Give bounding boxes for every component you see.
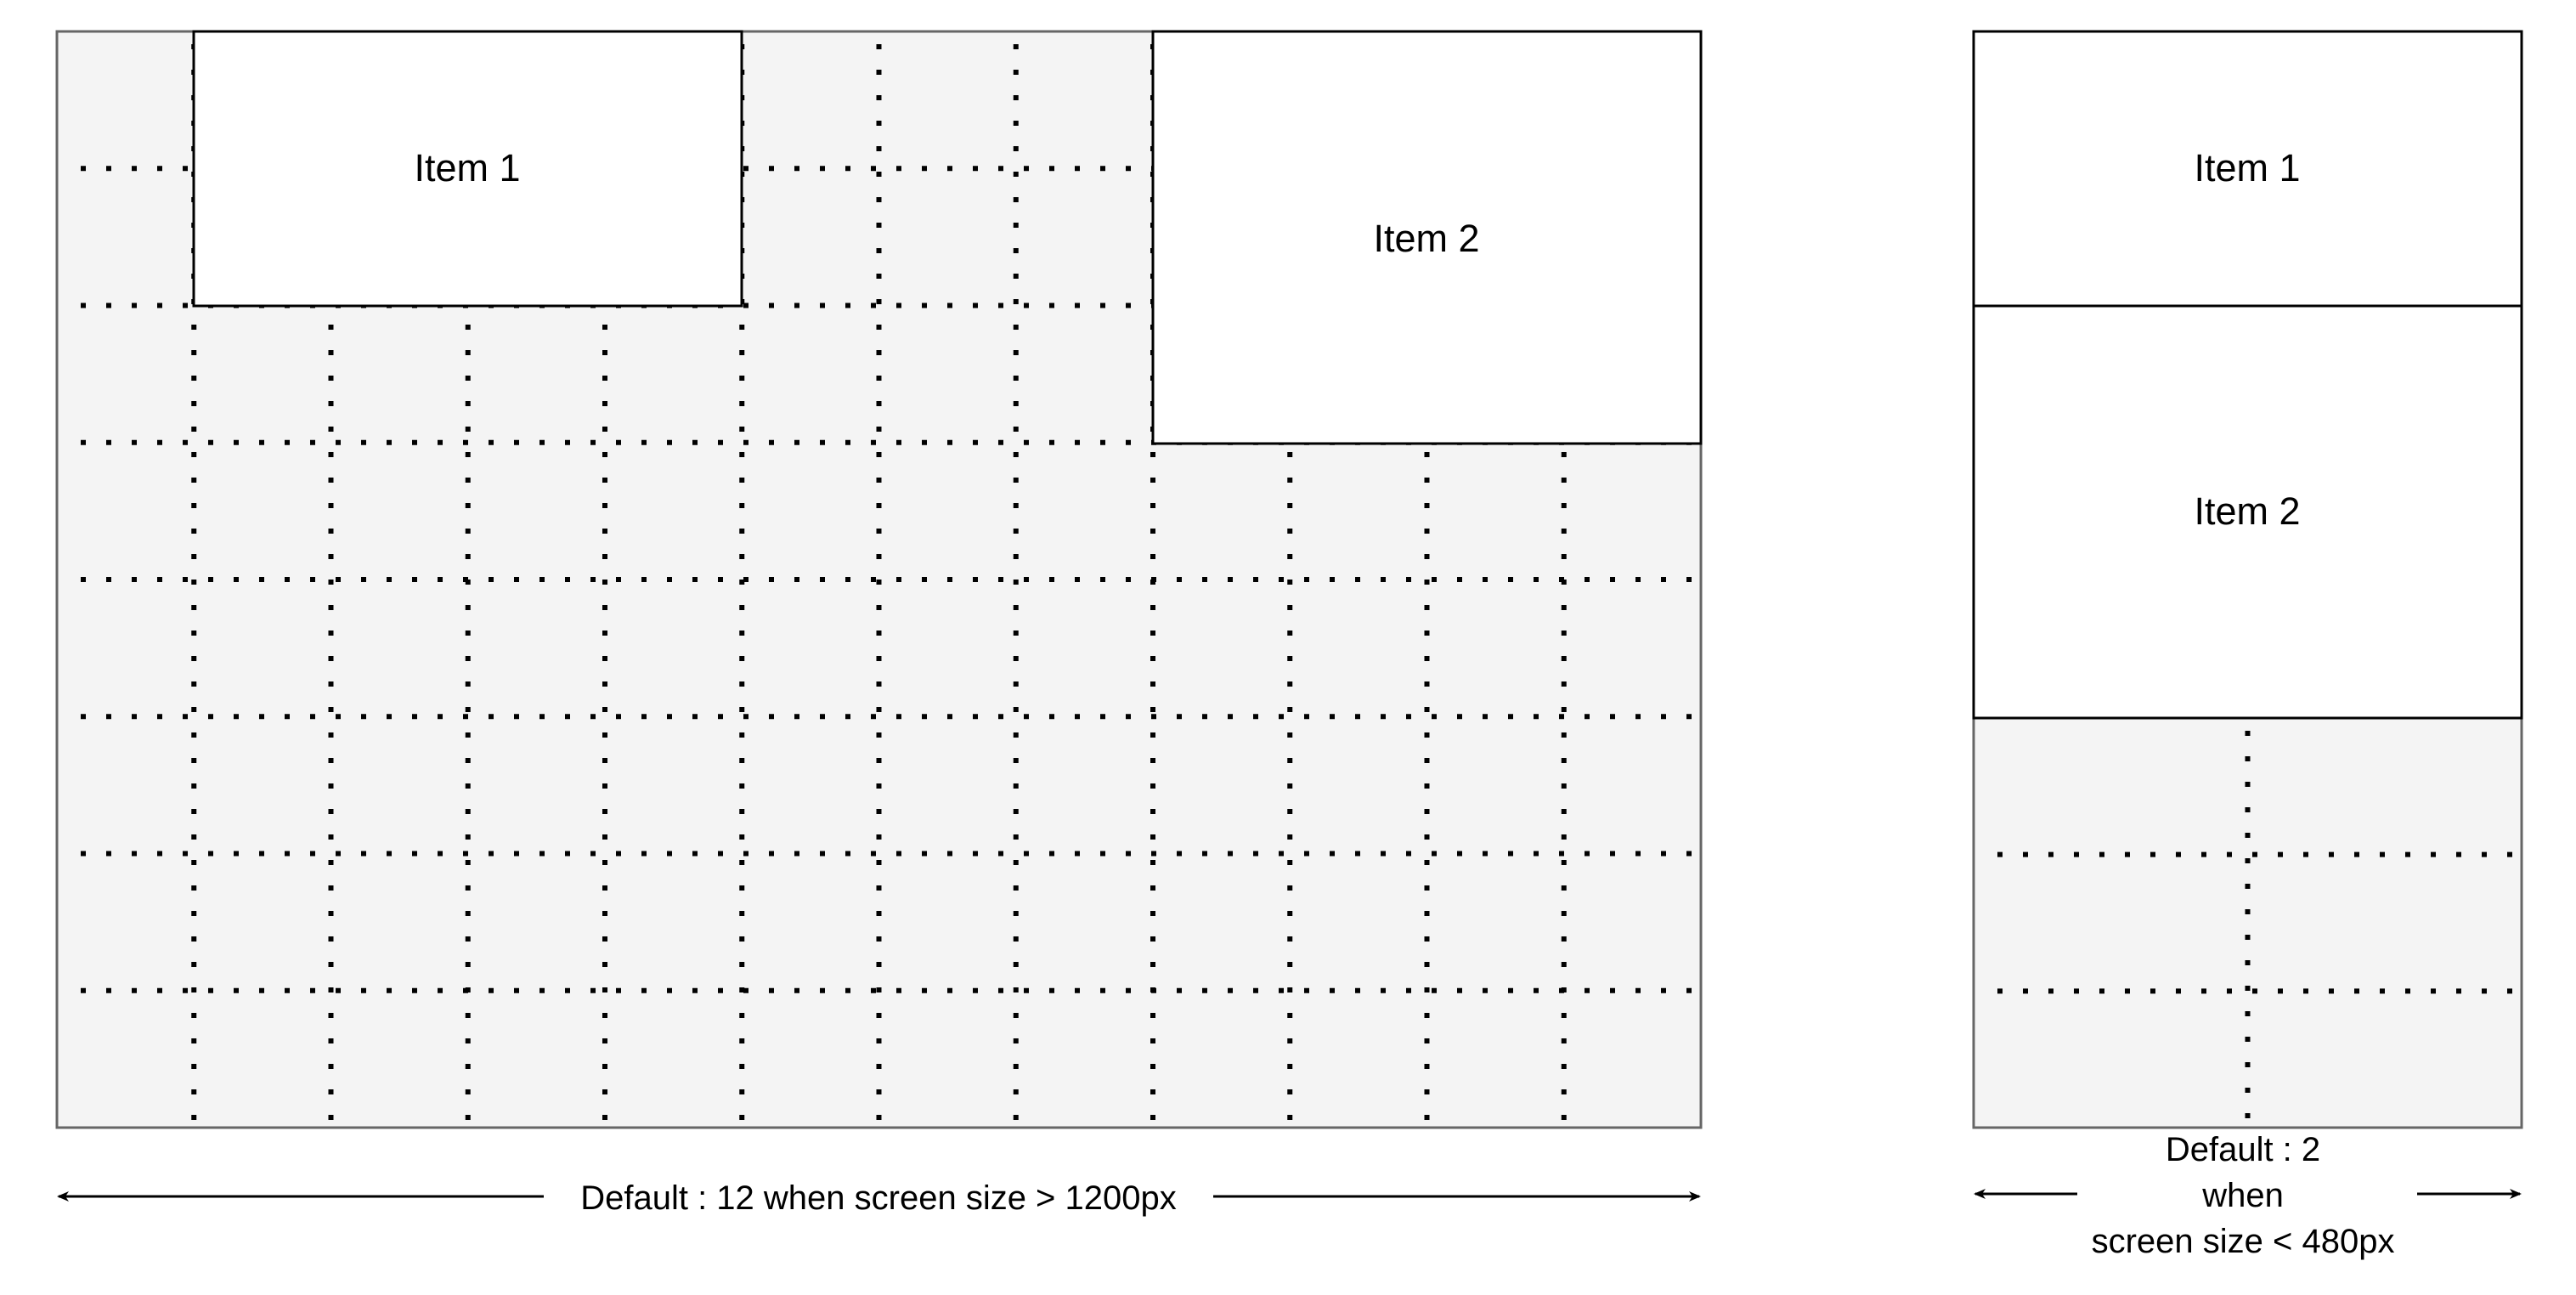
wide-layout: Item 1 Item 2 Default : 12 when screen s… <box>55 30 1703 1217</box>
wide-caption: Default : 12 when screen size > 1200px <box>580 1179 1177 1217</box>
wide-item-1: Item 1 <box>192 30 743 308</box>
wide-item-2-label: Item 2 <box>1373 217 1479 260</box>
narrow-width-arrow: Default : 2 when screen size < 480px <box>1974 1131 2522 1260</box>
narrow-item-1: Item 1 <box>1972 30 2523 308</box>
narrow-item-2: Item 2 <box>1972 304 2523 720</box>
wide-item-1-label: Item 1 <box>414 146 520 189</box>
narrow-caption-line-1: Default : 2 <box>2166 1131 2320 1168</box>
narrow-item-2-label: Item 2 <box>2194 489 2300 533</box>
narrow-layout: Item 1 Item 2 Default : 2 when screen si… <box>1972 30 2523 1260</box>
wide-item-2: Item 2 <box>1151 30 1703 445</box>
narrow-grid-lines <box>1997 731 2522 1128</box>
wide-width-arrow: Default : 12 when screen size > 1200px <box>57 1179 1701 1217</box>
narrow-caption-line-3: screen size < 480px <box>2092 1223 2395 1260</box>
narrow-caption-line-2: when <box>2201 1177 2284 1214</box>
narrow-item-1-label: Item 1 <box>2194 146 2300 189</box>
